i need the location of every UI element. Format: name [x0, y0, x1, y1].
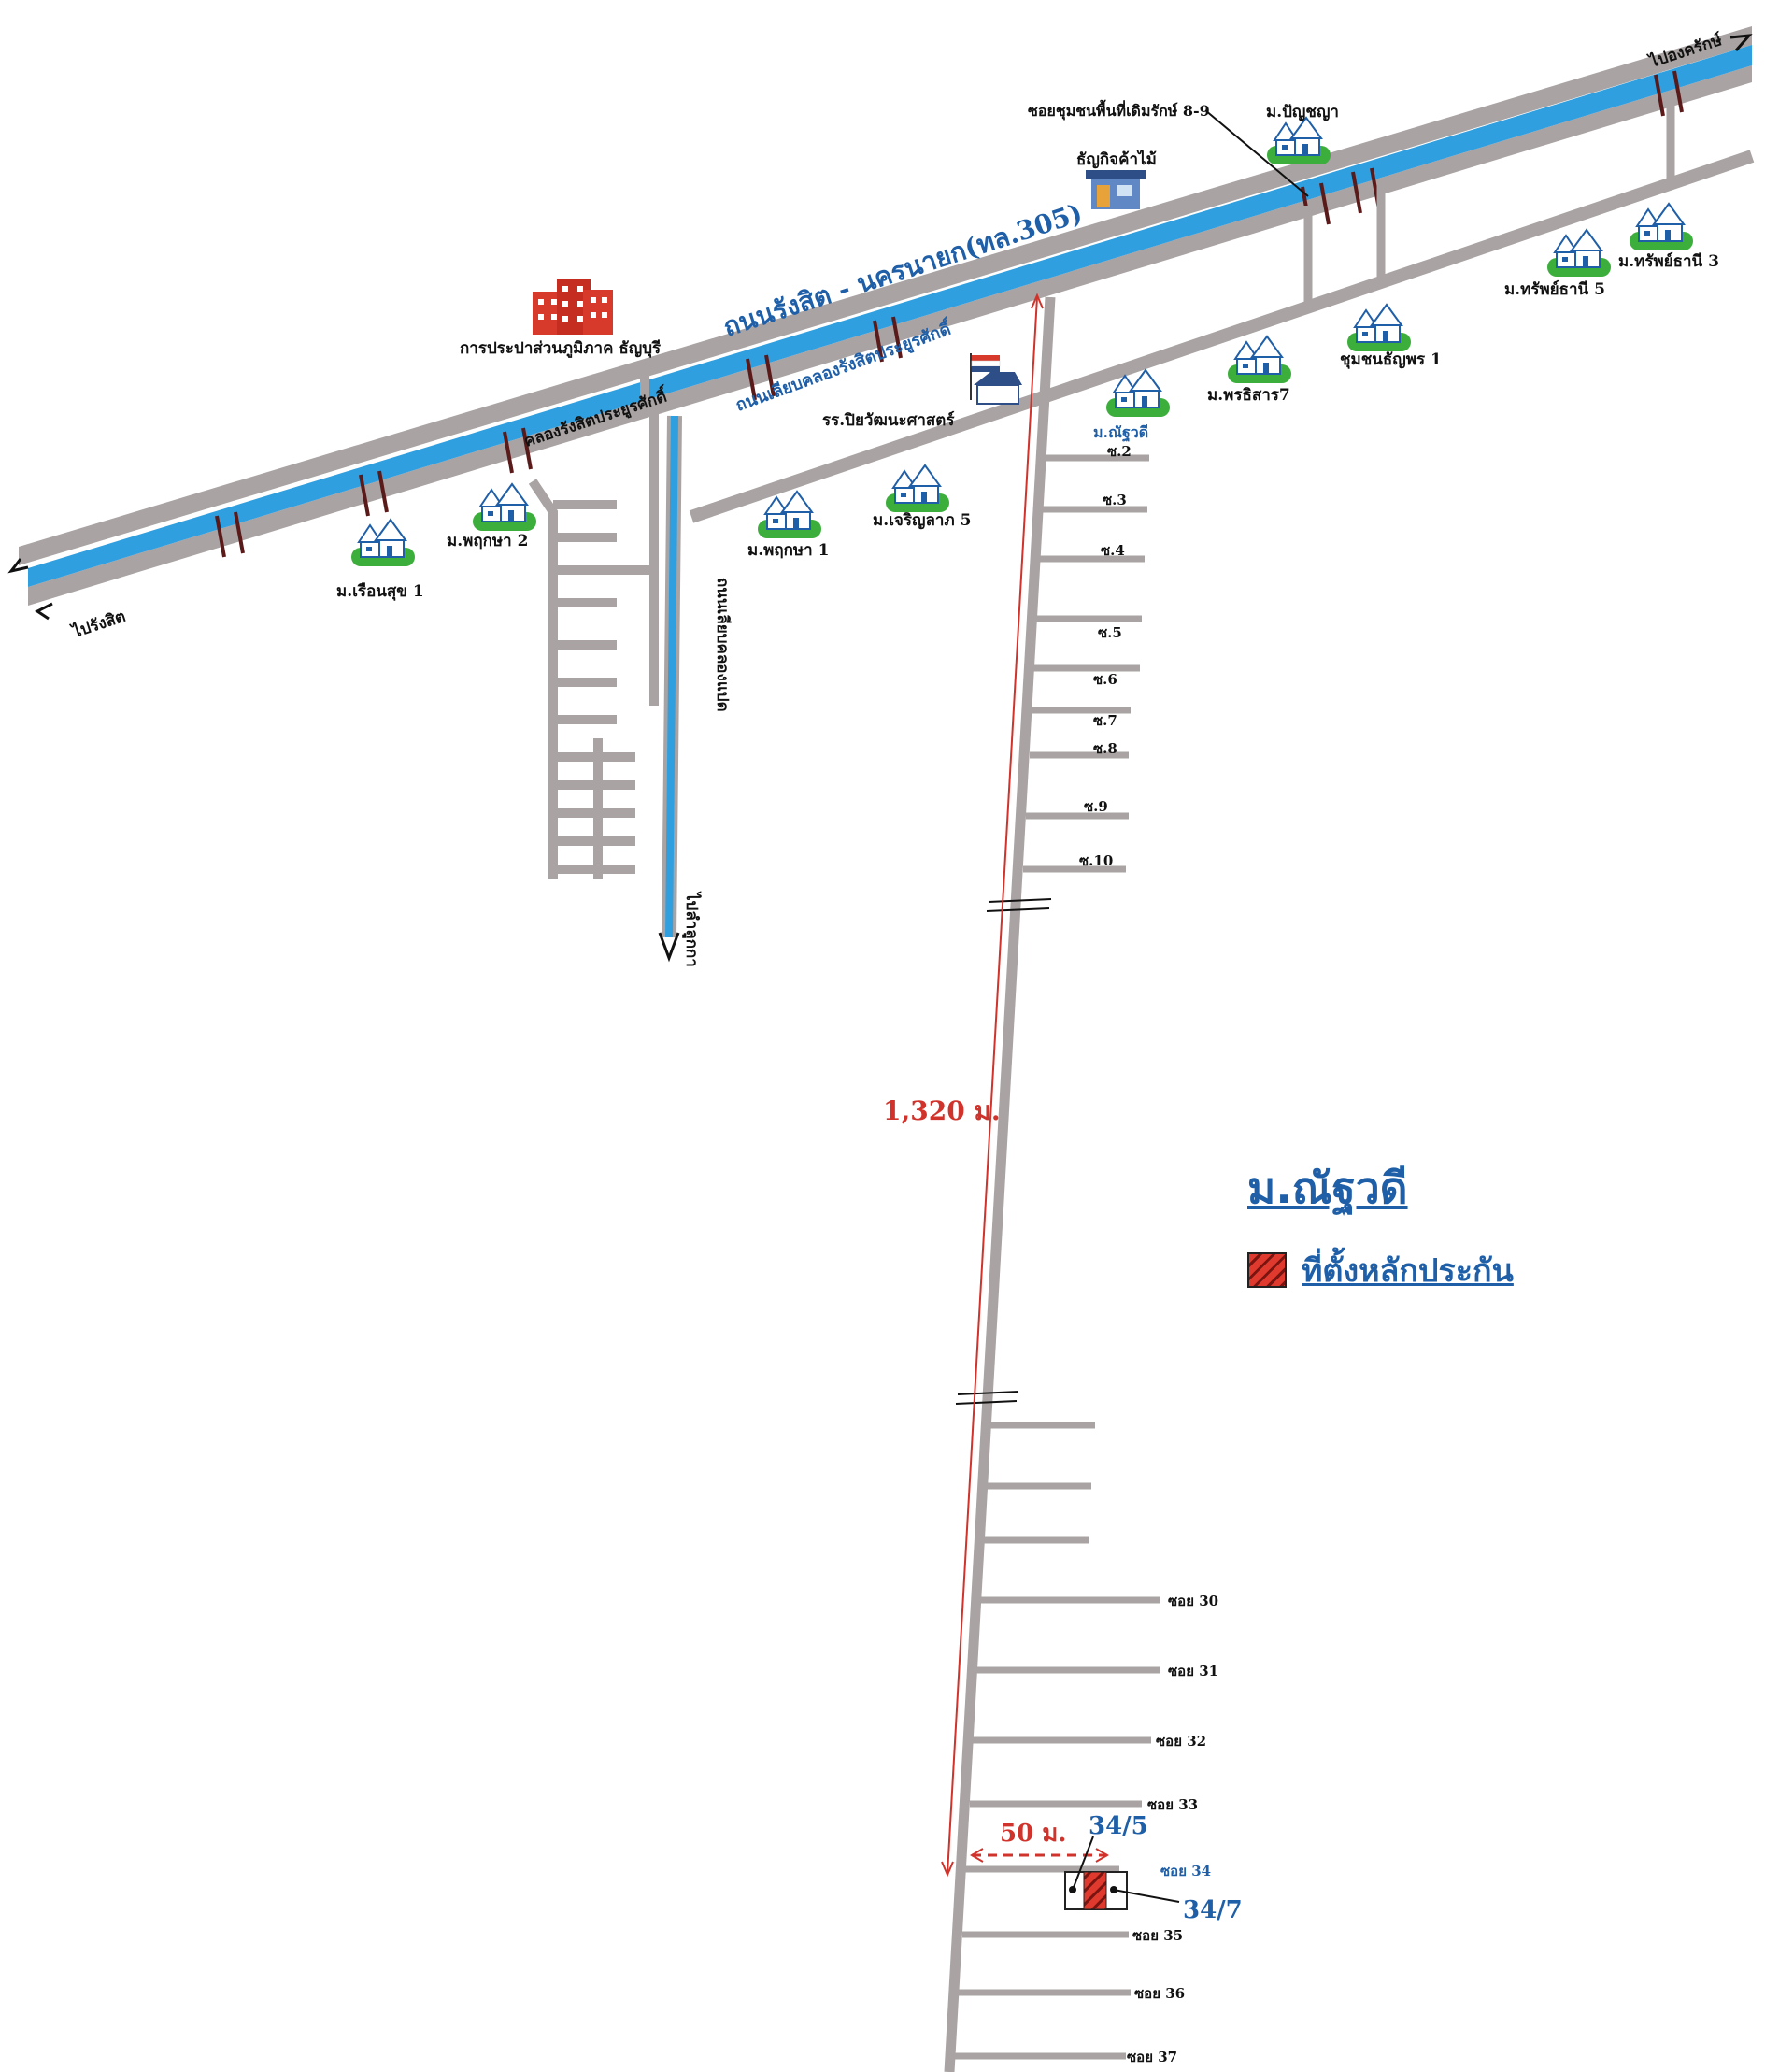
- upper-soi-branches: [1023, 454, 1149, 873]
- school-icon: [970, 353, 1022, 405]
- village-phonthisan-7: ม.พรธิสาร7: [1207, 336, 1292, 405]
- canal-side-road: [689, 150, 1755, 523]
- legend-title: ม.ณัฐวดี: [1247, 1163, 1408, 1213]
- soi-label: ซ.2: [1107, 443, 1132, 460]
- soi-label: ซ.8: [1093, 740, 1117, 757]
- arrow-right-icon: [1729, 34, 1753, 51]
- soi-label: ซอย 35: [1132, 1927, 1183, 1944]
- village-panchaya: ม.ปัญชญา: [1266, 103, 1339, 165]
- soi-junction-pointer: [1204, 109, 1309, 197]
- soi-label: ซ.6: [1093, 671, 1117, 688]
- plot-label-34-7: 34/7: [1183, 1896, 1243, 1924]
- soi-junction-label: ซอยชุมชนพื้นที่เดิมรักษ์ 8-9: [1028, 99, 1210, 121]
- plot-label-34-5: 34/5: [1089, 1812, 1148, 1840]
- soi-label: ซอย 31: [1168, 1663, 1218, 1679]
- soi-label: ซอย 36: [1134, 1985, 1185, 2002]
- school-label: รร.ปิยวัฒนะศาสตร์: [822, 410, 955, 430]
- collateral-plot[interactable]: [1064, 1836, 1180, 1910]
- svg-text:ม.ทรัพย์ธานี 3: ม.ทรัพย์ธานี 3: [1618, 251, 1719, 271]
- natthawadee-main-road: [944, 296, 1056, 2072]
- legend-item-collateral: ที่ตั้งหลักประกัน: [1247, 1245, 1514, 1295]
- soi-label: ซ.9: [1084, 798, 1108, 815]
- bridges: [215, 70, 1684, 558]
- village-phruksa-2: ม.พฤกษา 2: [447, 483, 537, 550]
- village-sapthani-3: ม.ทรัพย์ธานี 3: [1618, 203, 1719, 271]
- pwa-label: การประปาส่วนภูมิภาค ธัญบุรี: [460, 338, 662, 359]
- soi-label-34: ซอย 34: [1160, 1863, 1211, 1879]
- lower-soi-labels: ซอย 30 ซอย 31 ซอย 32 ซอย 33 ซอย 34 ซอย 3…: [1127, 1593, 1218, 2065]
- village-chumchon-thanyaphon-1: ชุมชนธัญพร 1: [1340, 304, 1442, 369]
- distance-label-main: 1,320 ม.: [883, 1095, 1001, 1126]
- arrow-left-icon: [7, 558, 53, 621]
- soi-label: ซอย 33: [1147, 1796, 1198, 1813]
- direction-to-lam-luk-ka: ไปลำลูกกา: [681, 891, 702, 967]
- svg-text:ชุมชนธัญพร 1: ชุมชนธัญพร 1: [1340, 350, 1442, 369]
- village-phruksa-1: ม.พฤกษา 1: [747, 491, 829, 560]
- svg-text:ม.พฤกษา 2: ม.พฤกษา 2: [447, 532, 528, 550]
- break-marks: [955, 898, 1052, 1405]
- canal8-road-label: ถนนเลียบคลองแปด: [713, 578, 733, 712]
- svg-text:ม.ปัญชญา: ม.ปัญชญา: [1266, 103, 1339, 121]
- svg-text:ม.เจริญลาภ 5: ม.เจริญลาภ 5: [873, 511, 971, 530]
- legend-collateral-label: ที่ตั้งหลักประกัน: [1302, 1252, 1514, 1290]
- svg-text:ม.พรธิสาร7: ม.พรธิสาร7: [1207, 386, 1290, 405]
- distance-label-soi: 50 ม.: [1000, 1820, 1066, 1848]
- shop-icon: [1086, 170, 1146, 209]
- soi-label: ซ.7: [1093, 712, 1117, 729]
- village-natthawadee[interactable]: ม.ณัฐวดี: [1093, 369, 1171, 442]
- village-sapthani-5: ม.ทรัพย์ธานี 5: [1504, 229, 1612, 299]
- soi-label: ซ.10: [1079, 852, 1113, 869]
- svg-text:ม.ทรัพย์ธานี 5: ม.ทรัพย์ธานี 5: [1504, 279, 1605, 299]
- direction-to-rangsit: ไปรังสิต: [68, 607, 128, 643]
- soi-label: ซอย 32: [1156, 1733, 1206, 1750]
- village-charoen-lap-5: ม.เจริญลาภ 5: [873, 464, 971, 530]
- soi-label: ซ.4: [1101, 542, 1125, 559]
- legend: ม.ณัฐวดี ที่ตั้งหลักประกัน: [1247, 1154, 1514, 1295]
- soi-label: ซอย 30: [1168, 1593, 1218, 1609]
- soi-label: ซอย 37: [1127, 2049, 1177, 2065]
- left-road-network: [528, 374, 659, 879]
- building-icon: [533, 279, 613, 335]
- upper-soi-labels: ซ.2 ซ.3 ซ.4 ซ.5 ซ.6 ซ.7 ซ.8 ซ.9 ซ.10: [1079, 443, 1132, 869]
- svg-text:ม.ณัฐวดี: ม.ณัฐวดี: [1093, 423, 1148, 442]
- village-ruen-suk-1: ม.เรือนสุข 1: [336, 519, 424, 601]
- soi-label: ซ.3: [1103, 492, 1127, 508]
- svg-text:ม.พฤกษา 1: ม.พฤกษา 1: [747, 541, 829, 560]
- soi-label: ซ.5: [1098, 624, 1122, 641]
- distance-marker-main: [941, 293, 1044, 1878]
- right-connector-roads: [1303, 93, 1675, 308]
- canal8-road: [658, 415, 682, 963]
- shop-label: ธัญกิจค้าไม้: [1076, 150, 1157, 169]
- distance-marker-soi: [970, 1848, 1109, 1863]
- lower-soi-branches: [955, 1422, 1160, 2060]
- collateral-swatch-icon: [1247, 1252, 1287, 1288]
- svg-text:ม.เรือนสุข 1: ม.เรือนสุข 1: [336, 581, 424, 601]
